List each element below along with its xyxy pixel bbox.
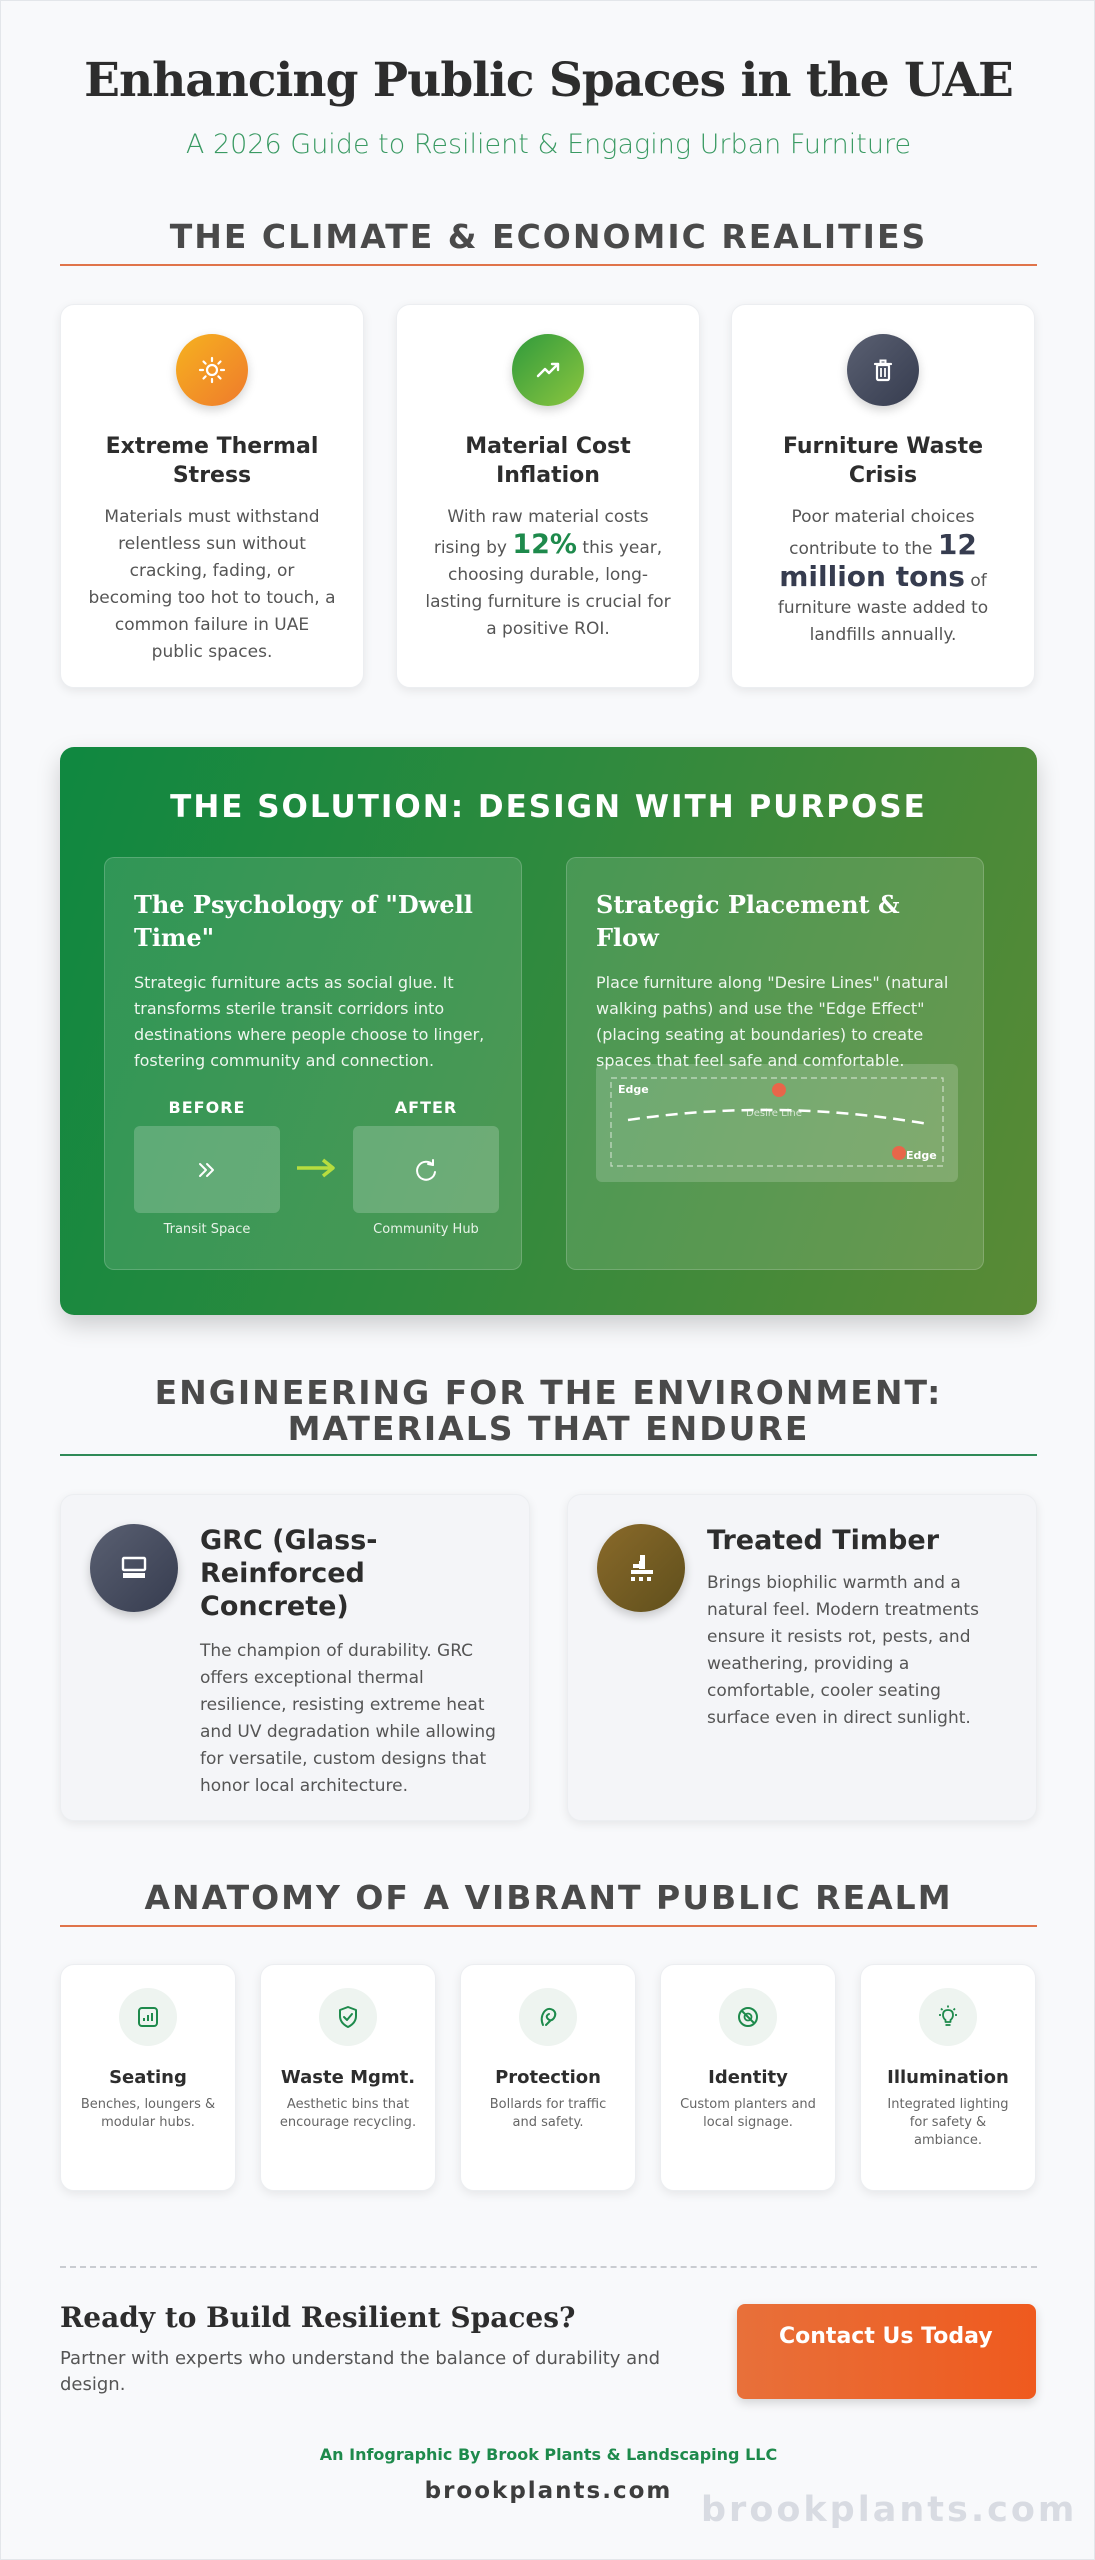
climate-card-cost: Material Cost Inflation With raw materia… [396, 304, 700, 688]
trash-icon [847, 334, 919, 406]
anatomy-text: Benches, loungers & modular hubs. [80, 2097, 216, 2130]
contact-us-button[interactable]: Contact Us Today [737, 2304, 1036, 2399]
anatomy-text: Bollards for traffic and safety. [489, 2097, 607, 2130]
edge-boundary [610, 1077, 944, 1167]
before-label: BEFORE [168, 1098, 246, 1117]
desire-line-label: Desire Line [746, 1108, 802, 1119]
solution-heading: THE SOLUTION: DESIGN WITH PURPOSE [170, 789, 927, 825]
after-caption: Community Hub [373, 1222, 479, 1237]
desire-line-path [627, 1108, 929, 1126]
anatomy-card-identity: Identity Custom planters and local signa… [660, 1964, 836, 2191]
cost-text-after: this year, choosing durable, long-lastin… [425, 538, 671, 639]
waste-highlight: 12 million tons [779, 528, 977, 593]
anatomy-title: Illumination [887, 2067, 1009, 2088]
solution-panel: THE SOLUTION: DESIGN WITH PURPOSE The Ps… [60, 747, 1037, 1315]
sun-icon [176, 334, 248, 406]
anatomy-text: Integrated lighting for safety & ambianc… [887, 2097, 1009, 2148]
climate-heading: THE CLIMATE & ECONOMIC REALITIES [169, 217, 928, 256]
climate-card-title: Extreme Thermal Stress [105, 434, 319, 488]
cost-text-before: With raw material costs rising by [433, 507, 649, 558]
flow-diagram: Edge Edge Desire Line [596, 1064, 958, 1182]
placement-text: Place furniture along "Desire Lines" (na… [596, 973, 949, 1070]
climate-card-thermal: Extreme Thermal Stress Materials must wi… [60, 304, 364, 688]
cta-title: Ready to Build Resilient Spaces? [60, 2301, 576, 2334]
anatomy-card-seating: Seating Benches, loungers & modular hubs… [60, 1964, 236, 2191]
seating-marker-bottom [892, 1146, 906, 1160]
material-title: Treated Timber [707, 1525, 940, 1556]
climate-card-text: Poor material choices contribute to the … [758, 504, 1008, 649]
anatomy-text: Custom planters and local signage. [680, 2097, 816, 2130]
cta-divider [60, 2266, 1037, 2268]
footer-credit: An Infographic By Brook Plants & Landsca… [319, 2445, 778, 2464]
waste-text-before: Poor material choices contribute to the [789, 507, 975, 559]
before-caption: Transit Space [163, 1222, 251, 1237]
before-after-comparison: BEFORE AFTER [134, 1098, 499, 1258]
climate-card-title: Material Cost Inflation [465, 434, 631, 488]
material-card-grc: GRC (Glass-Reinforced Concrete) The cham… [60, 1494, 530, 1821]
watermark: brookplants.com [701, 2490, 1078, 2530]
material-title: GRC (Glass-Reinforced Concrete) [200, 1525, 378, 1622]
anatomy-title: Waste Mgmt. [280, 2067, 416, 2088]
anatomy-divider [60, 1925, 1037, 1927]
placement-title: Strategic Placement & Flow [596, 890, 900, 952]
anatomy-card-waste: Waste Mgmt. Aesthetic bins that encourag… [260, 1964, 436, 2191]
material-text: Brings biophilic warmth and a natural fe… [707, 1573, 979, 1728]
shield-check-icon [319, 1988, 377, 2046]
trend-up-icon [512, 334, 584, 406]
edge-label-top: Edge [618, 1083, 649, 1096]
after-label: AFTER [394, 1098, 458, 1117]
timber-icon [597, 1524, 685, 1612]
climate-card-title: Furniture Waste Crisis [782, 434, 984, 488]
lightbulb-icon [919, 1988, 977, 2046]
anatomy-title: Identity [708, 2067, 788, 2088]
community-hub-box [353, 1126, 499, 1213]
materials-heading: ENGINEERING FOR THE ENVIRONMENT: MATERIA… [154, 1373, 943, 1448]
identity-icon [719, 1988, 777, 2046]
material-text: The champion of durability. GRC offers e… [200, 1641, 496, 1796]
cycle-icon [416, 1158, 436, 1181]
page-title: Enhancing Public Spaces in the UAE [84, 53, 1014, 108]
cost-highlight: 12% [512, 529, 577, 560]
material-card-timber: Treated Timber Brings biophilic warmth a… [567, 1494, 1037, 1821]
anatomy-card-illumination: Illumination Integrated lighting for saf… [860, 1964, 1036, 2191]
materials-divider [60, 1454, 1037, 1456]
arrow-right-icon [295, 1156, 339, 1184]
dwell-title: The Psychology of "Dwell Time" [134, 890, 473, 952]
dwell-text: Strategic furniture acts as social glue.… [134, 973, 485, 1070]
page-subtitle: A 2026 Guide to Resilient & Engaging Urb… [185, 129, 912, 160]
cta-text: Partner with experts who understand the … [60, 2348, 661, 2395]
anatomy-heading: ANATOMY OF A VIBRANT PUBLIC REALM [144, 1878, 953, 1917]
anatomy-title: Protection [495, 2067, 601, 2088]
seating-marker-top [772, 1083, 786, 1097]
anatomy-text: Aesthetic bins that encourage recycling. [279, 2097, 417, 2130]
double-chevron-icon [199, 1162, 214, 1177]
dwell-time-card: The Psychology of "Dwell Time" Strategic… [104, 857, 522, 1270]
anatomy-card-protection: Protection Bollards for traffic and safe… [460, 1964, 636, 2191]
seating-icon [119, 1988, 177, 2046]
climate-card-text: With raw material costs rising by 12% th… [423, 504, 673, 643]
footer-site-link[interactable]: brookplants.com [424, 2478, 673, 2504]
concrete-block-icon [90, 1524, 178, 1612]
anatomy-title: Seating [109, 2067, 187, 2088]
edge-label-bottom: Edge [906, 1149, 937, 1162]
climate-card-waste: Furniture Waste Crisis Poor material cho… [731, 304, 1035, 688]
placement-card: Strategic Placement & Flow Place furnitu… [566, 857, 984, 1270]
waste-text-after: of furniture waste added to landfills an… [777, 571, 989, 645]
climate-card-text: Materials must withstand relentless sun … [88, 507, 336, 662]
transit-space-box [134, 1126, 280, 1213]
climate-divider [60, 264, 1037, 266]
protection-icon [519, 1988, 577, 2046]
